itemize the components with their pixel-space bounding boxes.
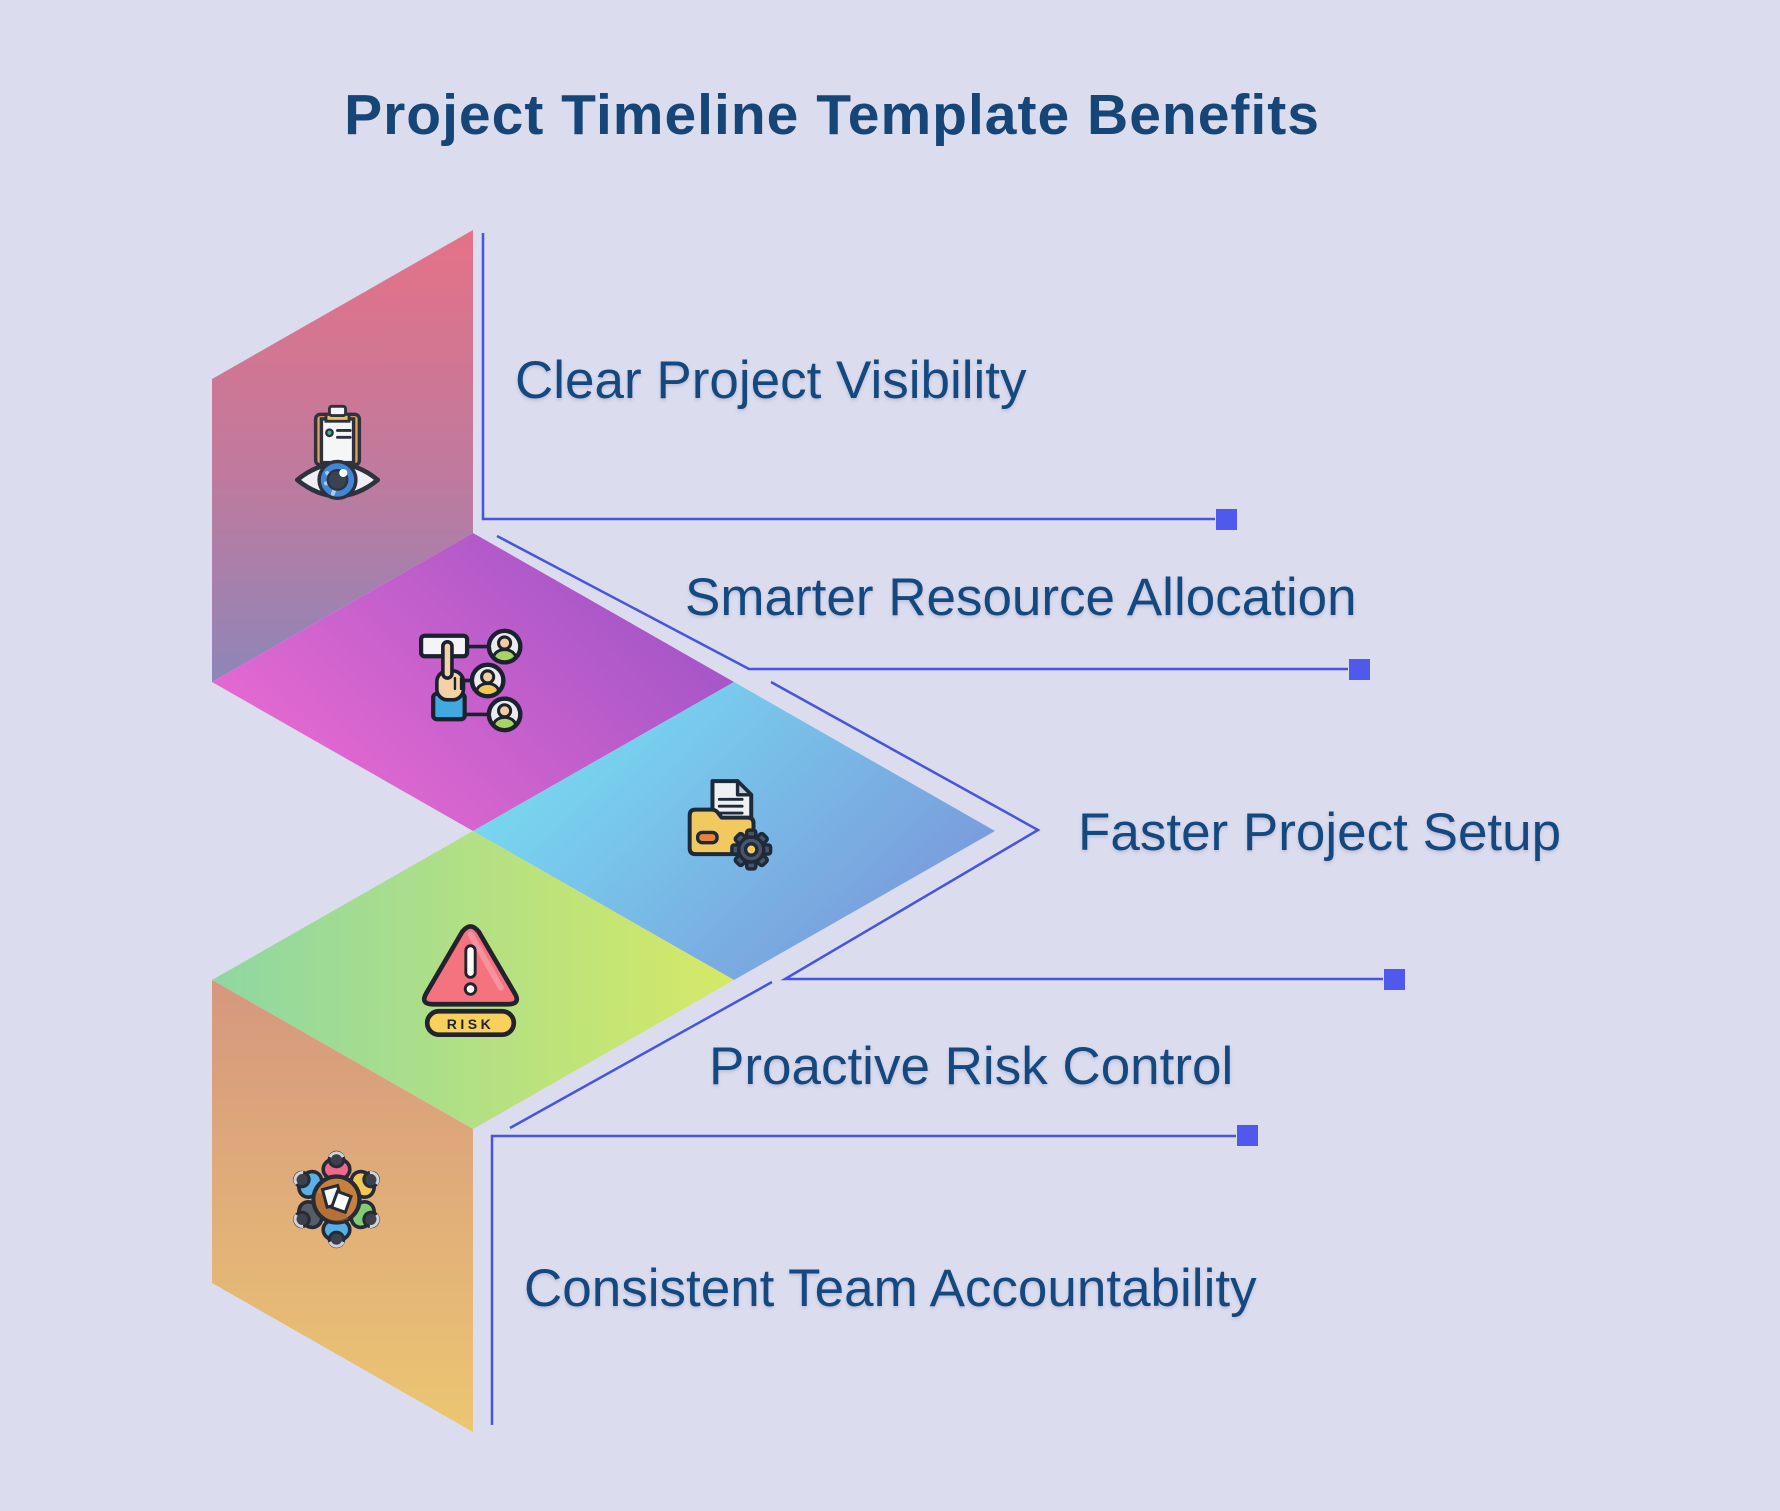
- marker-square-5: [1237, 1125, 1258, 1146]
- connector-line-3: [770, 680, 1383, 981]
- connector-line-5a: [509, 980, 773, 1130]
- page-title: Project Timeline Template Benefits: [344, 83, 1320, 147]
- benefit-label-5: Consistent Team Accountability: [524, 1259, 1257, 1318]
- marker-square-2: [1349, 659, 1370, 680]
- benefit-label-3: Faster Project Setup: [1078, 803, 1562, 862]
- gear-icon: [730, 828, 773, 871]
- connector-line-5b: [490, 1134, 1236, 1425]
- folder-gear-icon: [687, 779, 773, 871]
- risk-warning-icon: RISK: [421, 924, 520, 1037]
- marker-square-1: [1216, 509, 1237, 530]
- benefit-label-2: Smarter Resource Allocation: [685, 568, 1357, 627]
- resource-allocation-icon: [418, 628, 523, 733]
- connector-line-1: [481, 233, 1215, 521]
- marker-square-4: [1384, 969, 1405, 990]
- team-meeting-icon: [293, 1150, 380, 1249]
- clipboard-eye-icon: [294, 404, 381, 501]
- benefit-label-1: Clear Project Visibility: [515, 351, 1027, 410]
- connector-line-2: [496, 534, 1348, 671]
- benefit-label-4: Proactive Risk Control: [709, 1037, 1234, 1096]
- risk-badge-text: RISK: [447, 1016, 495, 1032]
